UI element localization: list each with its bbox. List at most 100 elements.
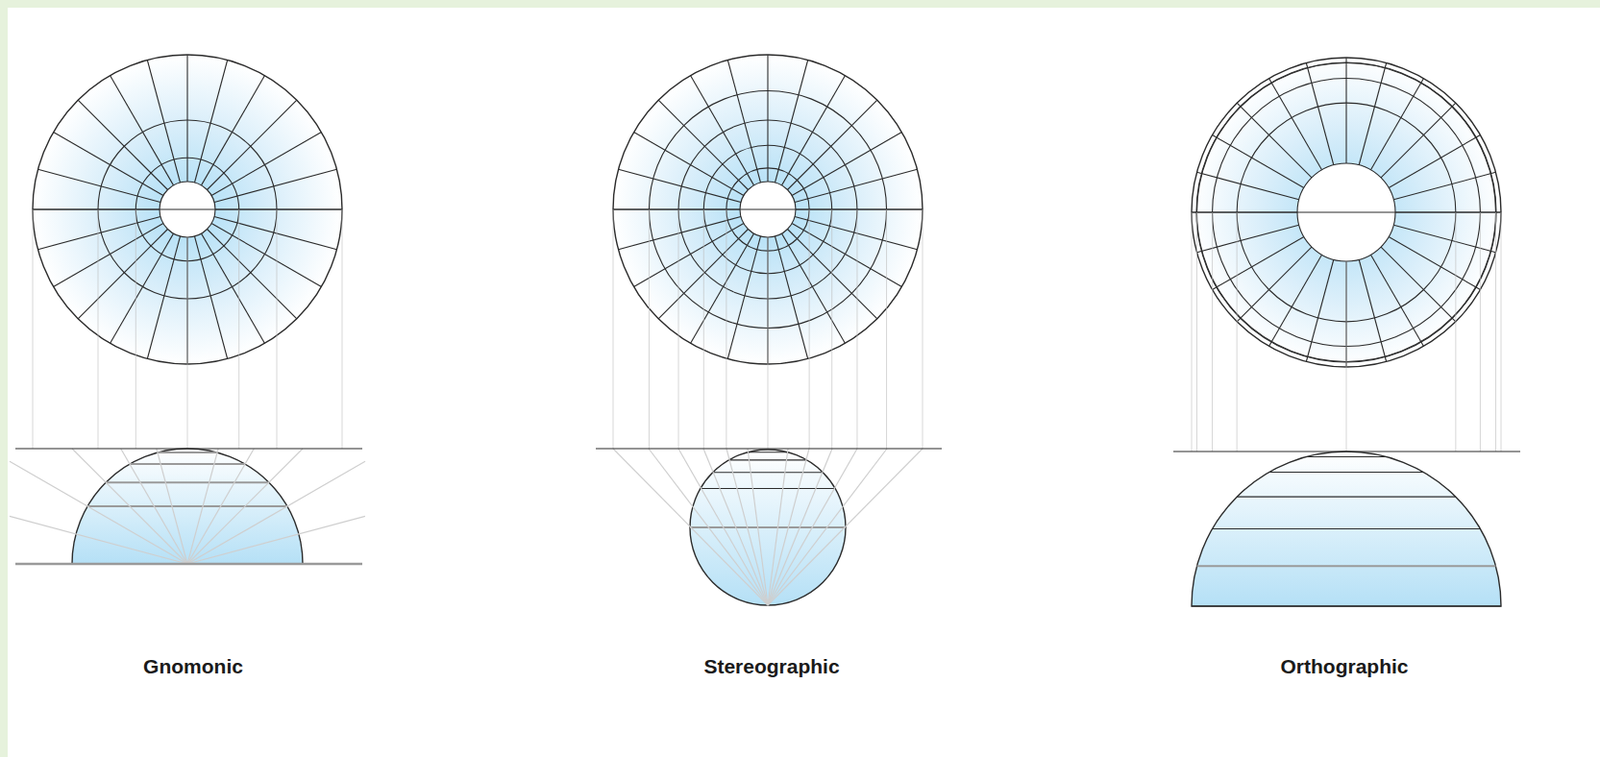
meridian-line — [207, 229, 297, 320]
meridian-line — [207, 99, 297, 190]
latitude-line — [105, 481, 270, 484]
projection-ray — [767, 448, 887, 606]
projection-line — [342, 209, 344, 449]
projection-line — [856, 209, 858, 449]
meridian-line — [1236, 246, 1312, 322]
meridian-line — [110, 233, 174, 344]
meridian-line — [690, 233, 755, 344]
meridian-line — [1305, 62, 1333, 165]
meridian-line — [1393, 172, 1496, 199]
meridian-line — [195, 236, 228, 360]
meridian-line — [147, 59, 180, 183]
projection-ray — [72, 448, 188, 565]
projection-line — [831, 209, 833, 449]
hemisphere — [72, 448, 303, 565]
projection-ray — [187, 461, 366, 565]
projection-line — [1495, 212, 1497, 452]
projection-ray — [187, 448, 219, 565]
projection-ray — [767, 448, 810, 606]
projection-ray — [613, 448, 768, 606]
meridian-line — [775, 59, 809, 183]
projection-ray — [156, 448, 188, 565]
projection-line — [767, 237, 769, 449]
projection-ray — [9, 516, 188, 565]
meridian-line — [1380, 246, 1456, 322]
projection-plane — [15, 447, 363, 449]
meridian-line — [1358, 259, 1386, 362]
projection-line — [1479, 212, 1481, 452]
meridian-line — [214, 169, 338, 202]
projection-line — [1196, 212, 1198, 452]
projection-label: Stereographic — [703, 655, 839, 679]
projection-line — [725, 209, 727, 449]
projection-line — [135, 209, 137, 449]
meridian-line — [1388, 237, 1480, 291]
projection-line — [1454, 212, 1456, 452]
latitude-line — [1236, 496, 1456, 498]
projection-line — [1346, 261, 1348, 452]
latitude-line — [713, 471, 824, 473]
meridian-line — [658, 99, 748, 190]
meridian-line — [211, 132, 321, 197]
projection-ray — [703, 448, 768, 606]
projection-line — [613, 209, 615, 449]
meridian-line — [782, 75, 846, 186]
meridian-line — [617, 217, 741, 250]
latitude-line — [700, 488, 836, 490]
meridian-line — [201, 75, 266, 186]
projection-line — [1236, 212, 1238, 452]
latitude-line — [1196, 565, 1496, 567]
latitude-line — [1269, 471, 1425, 473]
projection-line — [32, 209, 34, 449]
projection-label: Orthographic — [1280, 655, 1408, 679]
projection-plane — [595, 447, 942, 449]
latitude-line — [87, 505, 288, 508]
meridian-line — [37, 169, 161, 202]
meridian-line — [727, 236, 761, 360]
sphere — [689, 449, 846, 606]
meridian-line — [77, 99, 168, 190]
meridian-line — [1269, 254, 1323, 346]
projection-line — [1501, 212, 1502, 452]
latitude-line — [747, 451, 788, 453]
meridian-line — [775, 236, 809, 360]
meridian-line — [37, 217, 161, 250]
projection-line — [187, 237, 189, 449]
projection-line — [809, 209, 811, 449]
meridian-line — [787, 99, 878, 190]
projection-line — [276, 209, 278, 449]
projection-ray — [187, 448, 254, 565]
latitude-line — [129, 463, 246, 466]
meridian-line — [794, 217, 918, 250]
projection-line — [98, 209, 99, 449]
meridian-line — [211, 223, 321, 288]
projection-ray — [767, 448, 833, 606]
meridian-line — [201, 233, 266, 344]
meridian-line — [1212, 135, 1305, 189]
projection-line — [648, 209, 650, 449]
meridian-line — [634, 223, 744, 288]
meridian-line — [794, 169, 918, 202]
projection-ray — [121, 448, 188, 565]
meridian-line — [727, 59, 761, 183]
latitude-line — [729, 459, 808, 461]
projection-ray — [187, 516, 366, 565]
meridian-line — [1380, 102, 1456, 178]
latitude-line — [1212, 528, 1481, 530]
base-line — [1191, 605, 1502, 607]
meridian-line — [214, 217, 338, 250]
projection-line — [238, 209, 240, 449]
projection-plane — [1173, 450, 1521, 452]
meridian-line — [53, 223, 164, 288]
meridian-line — [634, 132, 744, 197]
meridian-line — [53, 132, 164, 197]
projection-line — [703, 209, 705, 449]
projection-ray — [726, 448, 768, 606]
projection-line — [678, 209, 680, 449]
latitude-line — [1305, 456, 1386, 458]
meridian-line — [782, 233, 846, 344]
base-line — [15, 563, 363, 567]
meridian-line — [1236, 102, 1312, 178]
projection-line — [1211, 212, 1213, 452]
